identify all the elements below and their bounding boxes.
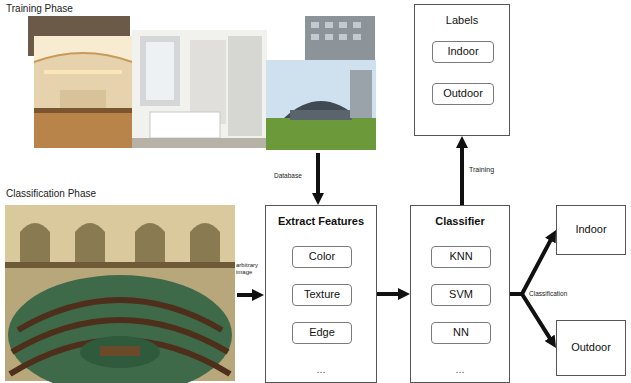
- result-box: Indoor: [556, 205, 626, 255]
- labels-box: LabelsIndoorOutdoor: [414, 4, 510, 136]
- ellipsis: ...: [316, 363, 325, 376]
- input-arrow: [237, 293, 257, 297]
- item-text: SVM: [449, 288, 473, 301]
- flow-arrow: [510, 236, 553, 294]
- edge-label: Classification: [528, 290, 568, 297]
- phase-label: Classification Phase: [6, 188, 96, 200]
- flow-arrow: [460, 143, 464, 205]
- arrow-label: arbitrary image: [236, 262, 263, 276]
- edge-label: Training: [468, 166, 495, 174]
- classifier-box: Classifier... KNN SVM NN: [410, 205, 510, 383]
- item-text: Indoor: [447, 45, 478, 58]
- label-item: Outdoor: [432, 83, 494, 105]
- classifier-item: NN: [431, 322, 491, 344]
- database-arrow: [316, 153, 320, 198]
- item-text: Edge: [309, 326, 335, 339]
- flow-arrow: [377, 292, 403, 296]
- feature-item: Edge: [292, 322, 352, 344]
- box-title: Extract Features: [278, 215, 364, 228]
- ellipsis: ...: [455, 363, 464, 376]
- item-text: Texture: [304, 288, 340, 301]
- item-text: Color: [309, 250, 335, 263]
- flow-arrow: [510, 294, 552, 342]
- feature-item: Texture: [292, 284, 352, 306]
- feature-item: Color: [292, 246, 352, 268]
- box-title: Labels: [446, 14, 478, 27]
- arrow-label: Database: [274, 172, 302, 179]
- label-item: Indoor: [432, 41, 494, 63]
- item-text: NN: [453, 326, 469, 339]
- classifier-item: KNN: [431, 246, 491, 268]
- box-title: Classifier: [435, 215, 485, 228]
- item-text: Outdoor: [443, 87, 483, 100]
- item-text: KNN: [449, 250, 472, 263]
- item-text: Indoor: [575, 223, 606, 236]
- phase-label: Training Phase: [6, 3, 73, 15]
- item-text: Outdoor: [571, 341, 611, 354]
- result-box: Outdoor: [556, 320, 626, 376]
- feature-box: Extract Features... ColorTextureEdge: [265, 205, 377, 383]
- chamber-photo: [5, 205, 235, 383]
- training-photos: [28, 16, 376, 150]
- classifier-item: SVM: [431, 284, 491, 306]
